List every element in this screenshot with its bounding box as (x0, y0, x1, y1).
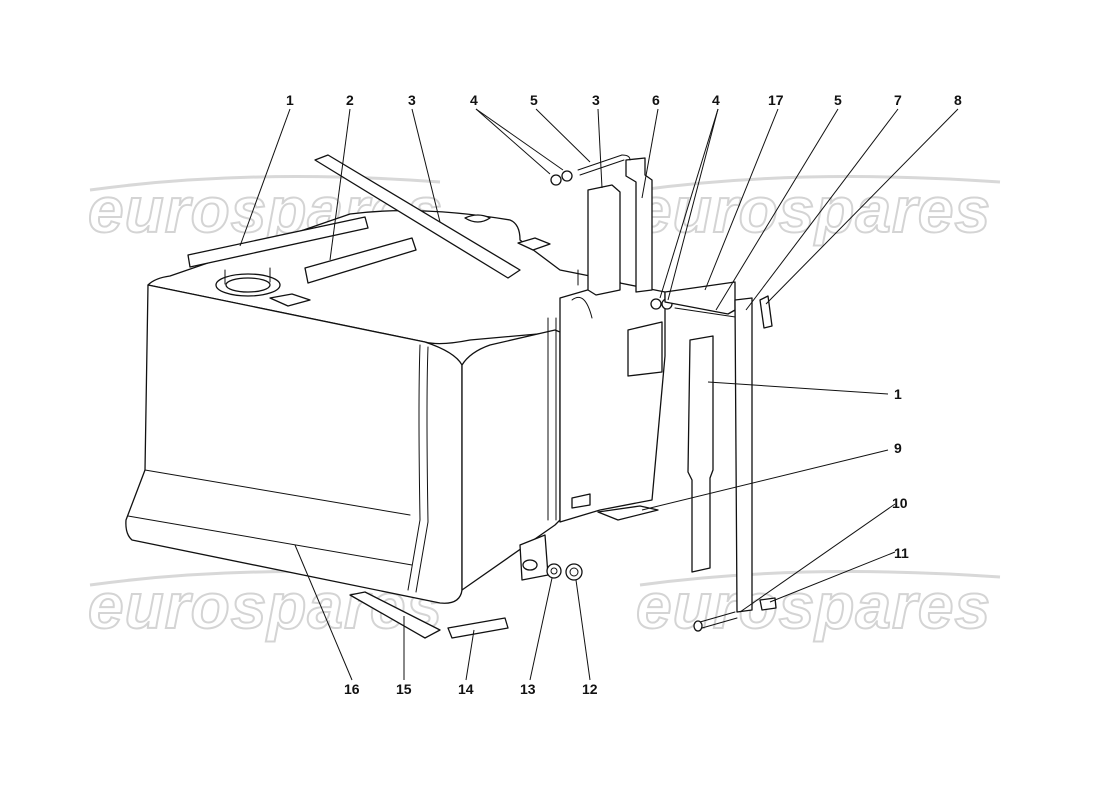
svg-text:eurospares: eurospares (636, 570, 991, 642)
sealing-strip-vertical (687, 335, 714, 573)
clip-11 (759, 597, 777, 611)
support-strip-vertical (587, 184, 621, 296)
callout-4-top: 4 (470, 92, 478, 108)
washer-13 (546, 563, 562, 579)
nut-top-1 (550, 174, 562, 186)
callout-1-top: 1 (286, 92, 294, 108)
callout-5-top: 5 (530, 92, 538, 108)
callout-16: 16 (344, 681, 360, 697)
support-strip-diagonal (314, 154, 521, 279)
drain-plug-12 (565, 563, 583, 581)
fuel-tank (125, 209, 666, 604)
pad-14 (447, 617, 509, 639)
svg-text:eurospares: eurospares (636, 174, 991, 246)
nut-top-2 (561, 170, 573, 182)
callout-6: 6 (652, 92, 660, 108)
callout-3-right: 3 (592, 92, 600, 108)
watermark-top-right: eurospares (635, 173, 1001, 247)
callout-2: 2 (346, 92, 354, 108)
svg-text:eurospares: eurospares (88, 174, 443, 246)
callout-3-left: 3 (408, 92, 416, 108)
strap-6 (625, 157, 653, 293)
pad-15 (349, 591, 441, 639)
callout-4-right: 4 (712, 92, 720, 108)
callout-15: 15 (396, 681, 412, 697)
nut-right-1 (650, 298, 662, 310)
clip-8 (759, 295, 773, 329)
sealing-strip-2 (304, 237, 417, 284)
callout-5-right: 5 (834, 92, 842, 108)
watermark-bottom-right: eurospares (635, 569, 1001, 643)
callout-14: 14 (458, 681, 474, 697)
callout-10: 10 (892, 495, 908, 511)
stud-top (577, 154, 631, 176)
watermark-top-left: eurospares (87, 173, 443, 247)
callout-12: 12 (582, 681, 598, 697)
callout-17: 17 (768, 92, 784, 108)
strap-7 (734, 297, 753, 613)
strap-17 (664, 281, 736, 315)
bolt-10 (693, 611, 738, 632)
callout-1-right: 1 (894, 386, 902, 402)
callout-7: 7 (894, 92, 902, 108)
callout-11: 11 (894, 545, 909, 561)
callout-13: 13 (520, 681, 536, 697)
leader-lines (239, 108, 959, 681)
callout-9: 9 (894, 440, 902, 456)
callout-labels: 1 2 3 4 5 3 6 4 17 5 7 8 1 9 10 11 16 15… (286, 92, 962, 697)
callout-8: 8 (954, 92, 962, 108)
sealing-strip-top (187, 216, 369, 268)
